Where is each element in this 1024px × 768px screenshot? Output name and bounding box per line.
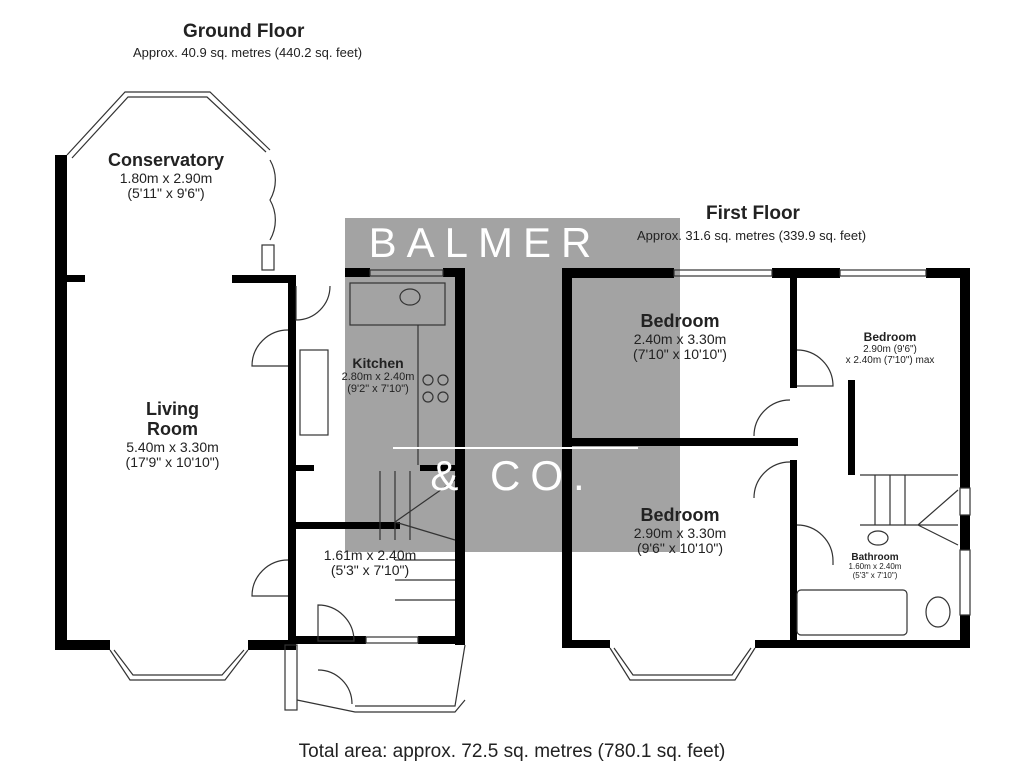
watermark-line1: BALMER [368,219,602,266]
room-bedroom-1: Bedroom 2.40m x 3.30m (7'10" x 10'10") [615,311,745,363]
room-conservatory: Conservatory 1.80m x 2.90m (5'11" x 9'6"… [96,150,236,202]
room-metric: 1.60m x 2.40m [848,562,902,571]
ground-floor-walls [55,155,465,650]
room-name: Bathroom [851,552,899,563]
room-hall: 1.61m x 2.40m (5'3" x 7'10") [310,547,430,579]
room-metric: 2.80m x 2.40m [341,371,415,384]
watermark-rule [393,447,638,449]
room-dimension-2: x 2.40m (7'10") max [845,355,935,367]
ground-floor-title: Ground Floor [183,21,305,42]
first-floor-title: First Floor [706,203,800,224]
room-metric: 2.90m x 3.30m [633,524,727,541]
room-name: Bedroom [640,505,720,525]
first-floor-outlines [609,269,971,681]
room-bathroom: Bathroom 1.60m x 2.40m (5'3" x 7'10") [840,552,910,581]
room-name: Bedroom [863,330,917,344]
room-living-room: Living Room 5.40m x 3.30m (17'9" x 10'10… [100,399,245,470]
watermark-line2: & CO. [430,452,595,499]
room-bedroom-2: Bedroom 2.90m (9'6") x 2.40m (7'10") max [835,330,945,367]
room-imperial: (17'9" x 10'10") [125,453,220,470]
room-imperial: (7'10" x 10'10") [633,346,727,363]
room-name: Bedroom [640,311,720,331]
room-imperial: (9'6" x 10'10") [636,540,724,557]
room-kitchen: Kitchen 2.80m x 2.40m (9'2" x 7'10") [328,355,428,396]
room-metric: 2.40m x 3.30m [633,330,727,347]
first-floor-walls [562,268,970,648]
room-name: Conservatory [107,150,225,170]
room-name-line1: Living [146,399,199,419]
room-imperial: (9'2" x 7'10") [347,383,409,396]
room-dimension-1: 2.90m (9'6") [863,344,917,356]
room-imperial: (5'3" x 7'10") [330,562,410,579]
ground-floor-area: Approx. 40.9 sq. metres (440.2 sq. feet) [133,45,363,60]
room-name-line2: Room [147,418,198,439]
room-imperial: (5'11" x 9'6") [127,185,205,202]
first-floor-area: Approx. 31.6 sq. metres (339.9 sq. feet) [637,228,867,243]
room-metric: 5.40m x 3.30m [126,438,219,455]
room-name: Kitchen [352,355,404,371]
total-area: Total area: approx. 72.5 sq. metres (780… [298,741,726,762]
room-metric: 1.61m x 2.40m [323,547,417,563]
ground-floor-outlines [66,91,466,713]
room-metric: 1.80m x 2.90m [119,169,213,186]
room-bedroom-3: Bedroom 2.90m x 3.30m (9'6" x 10'10") [615,505,745,557]
room-imperial: (5'3" x 7'10") [852,570,898,580]
